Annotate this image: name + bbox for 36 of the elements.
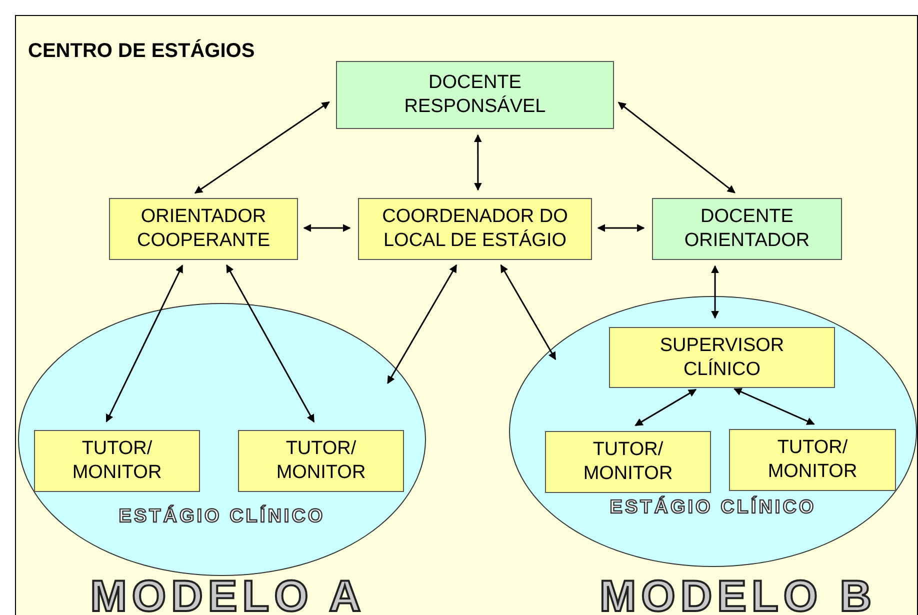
panel-heading: CENTRO DE ESTÁGIOS xyxy=(28,40,255,63)
arrow xyxy=(474,134,482,191)
arrow xyxy=(734,388,815,425)
node-label: COORDENADOR DO LOCAL DE ESTÁGIO xyxy=(381,205,569,253)
role-box xyxy=(238,430,404,492)
role-box xyxy=(652,198,842,260)
region-label: ESTÁGIO CLÍNICO xyxy=(608,497,818,519)
role-box xyxy=(336,61,614,129)
role-box xyxy=(609,327,835,388)
role-box xyxy=(34,430,200,492)
role-box xyxy=(545,431,711,493)
arrow xyxy=(618,102,736,194)
arrow xyxy=(634,388,697,426)
arrow xyxy=(194,101,330,194)
arrow xyxy=(303,224,351,232)
role-box xyxy=(358,198,592,260)
arrow xyxy=(711,265,720,319)
arrow xyxy=(226,264,315,423)
model-title: MODELO A xyxy=(89,572,367,615)
node-label: DOCENTE ORIENTADOR xyxy=(683,205,811,253)
node-label: DOCENTE RESPONSÁVEL xyxy=(403,71,547,119)
node-label: TUTOR/ MONITOR xyxy=(582,438,674,486)
node-label: SUPERVISOR CLÍNICO xyxy=(660,334,784,382)
node-label: TUTOR/ MONITOR xyxy=(71,437,163,485)
panel-background xyxy=(15,15,918,615)
node-label: TUTOR/ MONITOR xyxy=(766,436,858,484)
node-label: TUTOR/ MONITOR xyxy=(275,437,367,485)
node-label: ORIENTADOR COOPERANTE xyxy=(136,205,272,253)
role-box xyxy=(729,429,896,491)
arrow xyxy=(597,224,645,232)
arrow xyxy=(106,264,184,422)
arrow xyxy=(387,264,458,384)
role-box xyxy=(109,198,298,260)
region-label: ESTÁGIO CLÍNICO xyxy=(118,506,326,528)
model-title: MODELO B xyxy=(598,572,878,615)
arrow xyxy=(500,264,556,360)
